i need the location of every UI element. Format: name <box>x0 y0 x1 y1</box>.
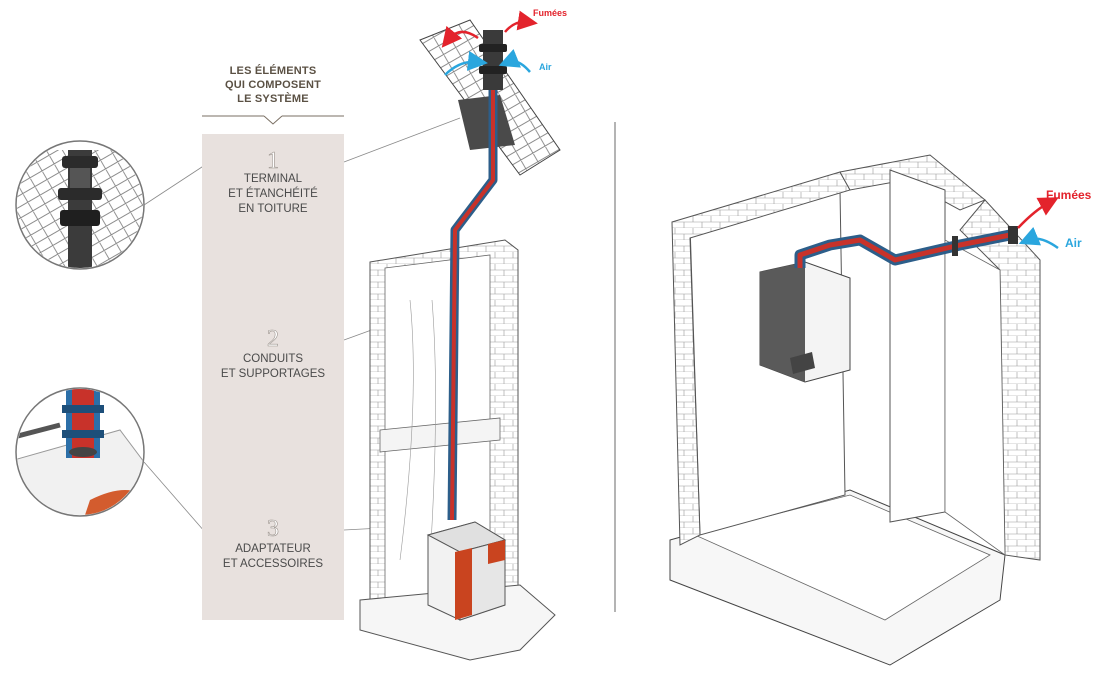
system-heading: LES ÉLÉMENTS QUI COMPOSENT LE SYSTÈME <box>200 64 346 106</box>
fumes-label-right: Fumées <box>1046 188 1092 202</box>
label-line: ET ACCESSOIRES <box>222 558 324 570</box>
fumes-arrow-right <box>1017 197 1059 229</box>
right-building <box>669 154 1041 666</box>
heading-divider <box>202 115 344 125</box>
label-line: CONDUITS <box>242 353 304 365</box>
label-line: ET SUPPORTAGES <box>220 368 326 380</box>
element-number: 2 <box>267 326 280 353</box>
heading-line: LE SYSTÈME <box>237 93 309 105</box>
element-label-adapter: ADAPTATEUR ET ACCESSOIRES <box>202 542 344 572</box>
label-line: TERMINAL <box>243 173 303 185</box>
detail-adapter <box>15 387 145 517</box>
horizontal-flue-pipe <box>794 226 1018 268</box>
label-line: EN TOITURE <box>238 203 308 215</box>
detail-terminal <box>15 140 145 270</box>
heading-line: LES ÉLÉMENTS <box>229 65 317 77</box>
elements-panel <box>202 134 344 620</box>
label-line: ADAPTATEUR <box>235 543 311 555</box>
heading-line: QUI COMPOSENT <box>224 79 322 91</box>
element-number: 1 <box>267 148 280 175</box>
element-label-terminal: TERMINAL ET ÉTANCHÉITÉ EN TOITURE <box>202 172 344 217</box>
element-number: 3 <box>267 516 280 543</box>
flue-pipe <box>447 30 507 521</box>
fumes-arrow-left-2 <box>504 10 538 33</box>
element-label-conduits: CONDUITS ET SUPPORTAGES <box>202 352 344 382</box>
air-arrow-left-1 <box>444 50 488 76</box>
label-line: ET ÉTANCHÉITÉ <box>228 188 318 200</box>
left-building <box>359 239 556 661</box>
air-label-left: Air <box>539 62 552 72</box>
air-label-right: Air <box>1065 236 1082 250</box>
air-arrow-right <box>1018 226 1059 250</box>
fumes-label-left: Fumées <box>533 8 568 18</box>
fumes-arrow-left-1 <box>441 25 479 48</box>
floor-boiler <box>426 521 507 621</box>
wall-boiler <box>759 261 851 383</box>
air-arrow-left-2 <box>498 49 531 73</box>
